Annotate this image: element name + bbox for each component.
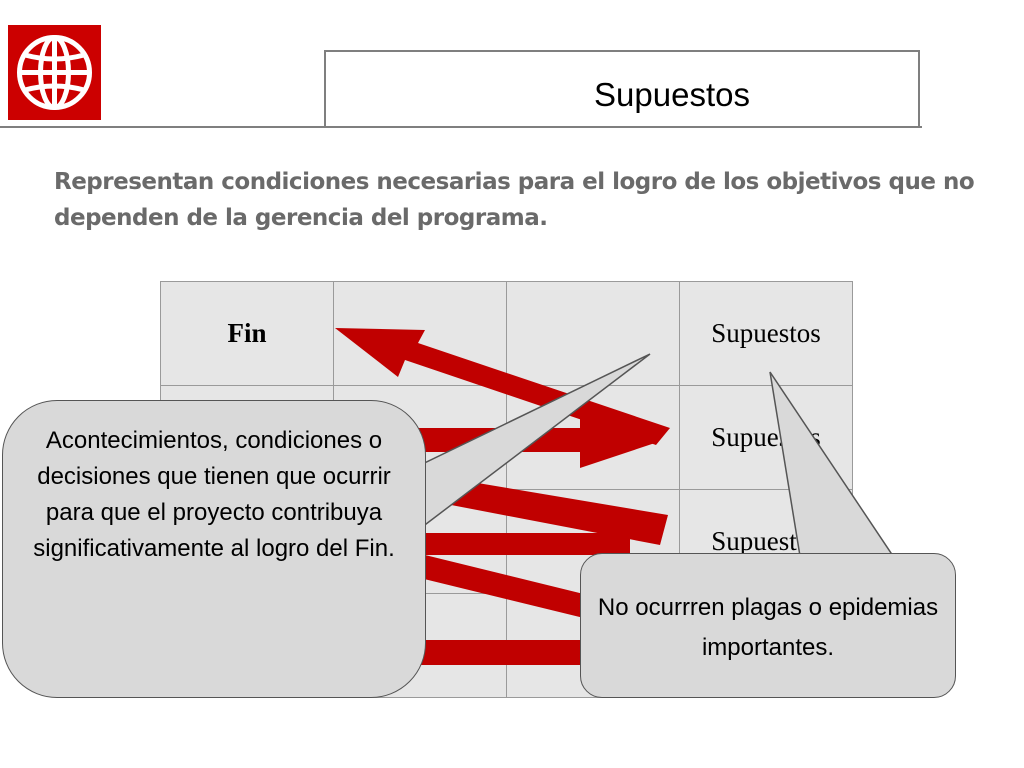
header-divider — [0, 126, 922, 128]
matrix-cell: Supuestos — [679, 385, 853, 490]
callout-assumptions-definition: Acontecimientos, condiciones o decisione… — [2, 400, 426, 698]
matrix-cell: Fin — [160, 281, 334, 386]
matrix-row: Fin Supuestos — [160, 281, 853, 386]
matrix-cell — [506, 385, 680, 490]
title-box: Supuestos — [324, 50, 920, 126]
intro-text: Representan condiciones necesarias para … — [54, 169, 975, 231]
callout-example: No ocurrren plagas o epidemias important… — [580, 553, 956, 698]
logo — [8, 25, 101, 120]
matrix-cell: Supuestos — [679, 281, 853, 386]
globe-icon — [17, 35, 92, 110]
matrix-cell — [333, 281, 507, 386]
page-title: Supuestos — [594, 76, 750, 113]
matrix-cell — [506, 281, 680, 386]
